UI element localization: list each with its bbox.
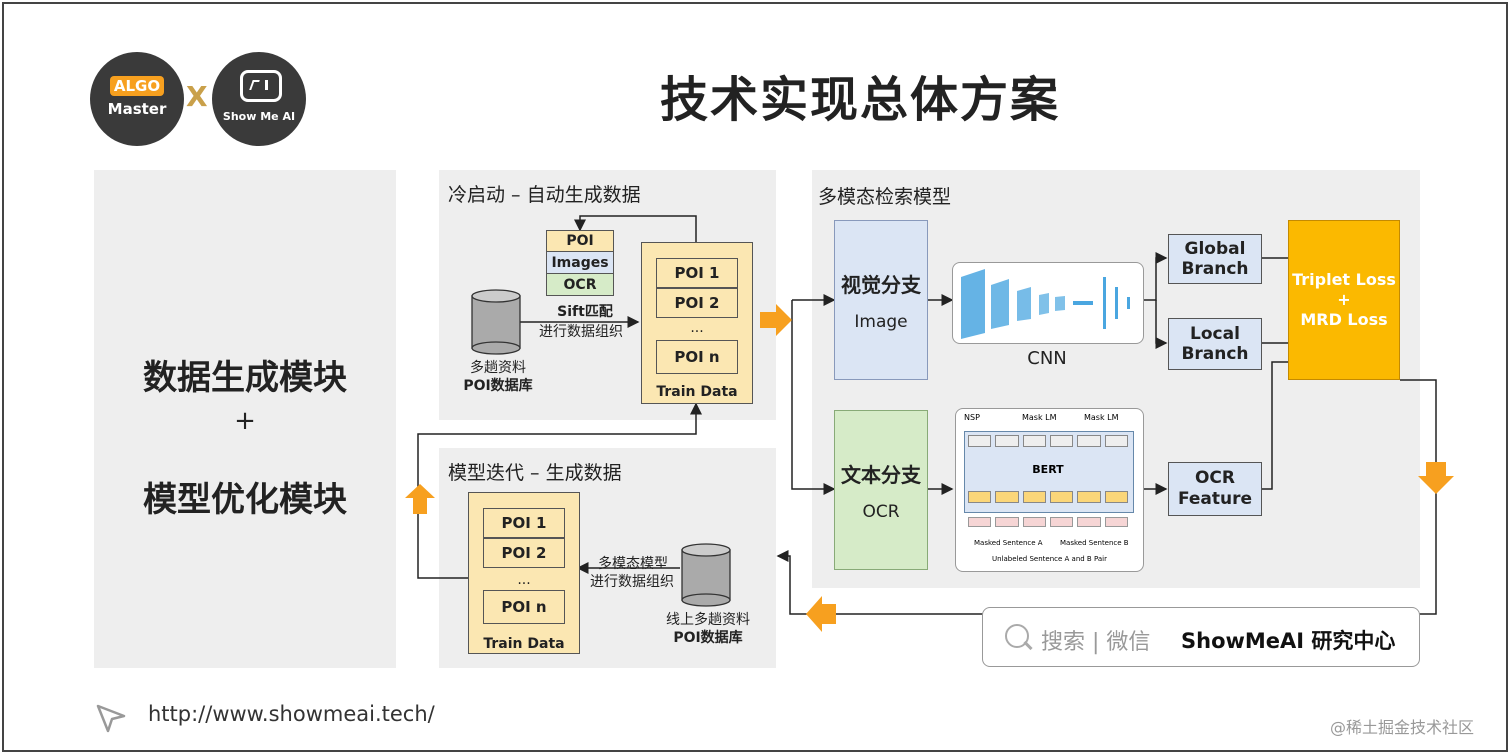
- algo-badge: ALGO: [110, 76, 164, 96]
- cold-card-poin: POI n: [656, 340, 738, 374]
- bert-token-row: [968, 435, 1128, 447]
- iter-card-ellipsis: ...: [517, 572, 531, 588]
- bert-diagram: NSP Mask LM Mask LM BERT Masked Sentence…: [955, 408, 1144, 572]
- global-branch-line1: Global: [1184, 239, 1246, 259]
- text-branch-arrow: [791, 300, 836, 495]
- visual-branch-sub: Image: [854, 311, 908, 332]
- sift-label-2: 进行数据组织: [539, 324, 623, 340]
- search-icon: [1005, 624, 1029, 648]
- cold-card-poi1: POI 1: [656, 258, 738, 288]
- global-arrow: [1142, 252, 1168, 301]
- iter-train-label: Train Data: [483, 636, 565, 652]
- bert-mask-lm-1: Mask LM: [1022, 413, 1057, 422]
- local-branch-box: Local Branch: [1168, 318, 1262, 370]
- global-branch-box: Global Branch: [1168, 234, 1262, 284]
- algo-master-text: Master: [107, 100, 167, 118]
- cold-card-poi2: POI 2: [656, 288, 738, 318]
- cold-db-label-2: POI数据库: [463, 378, 533, 394]
- global-branch-line2: Branch: [1181, 259, 1249, 279]
- online-db-label-2: POI数据库: [673, 630, 743, 646]
- cnn-label: CNN: [1027, 348, 1067, 369]
- footer-url[interactable]: http://www.showmeai.tech/: [148, 702, 435, 726]
- robot-face-icon: [240, 70, 282, 102]
- search-icon-handle: [1023, 640, 1033, 651]
- cold-start-title: 冷启动 – 自动生成数据: [448, 184, 641, 206]
- logo-separator-x: X: [186, 80, 208, 113]
- iter-card-poi2: POI 2: [483, 538, 565, 568]
- bert-nsp: NSP: [964, 413, 980, 422]
- text-branch-label: 文本分支: [841, 462, 921, 487]
- bert-sentence-a: Masked Sentence A: [974, 539, 1043, 547]
- left-panel: [94, 170, 396, 668]
- orange-arrow-right: [760, 304, 792, 336]
- text-branch-box: 文本分支 OCR: [834, 410, 928, 570]
- orange-arrow-left: [806, 596, 836, 632]
- loss-triplet: Triplet Loss: [1292, 270, 1396, 289]
- ocr-feature-line2: Feature: [1177, 489, 1253, 509]
- data-generation-module: 数据生成模块: [143, 358, 347, 398]
- bert-mask-lm-2: Mask LM: [1084, 413, 1119, 422]
- stack-ocr: OCR: [546, 274, 614, 296]
- module-plus: +: [234, 406, 256, 436]
- algo-master-logo: ALGO Master: [90, 52, 184, 146]
- stack-images: Images: [546, 252, 614, 274]
- iter-card-poi1: POI 1: [483, 508, 565, 538]
- online-db-label-1: 线上多趟资料: [666, 612, 750, 628]
- search-label: 搜索 | 微信: [1041, 630, 1151, 655]
- cold-train-label: Train Data: [656, 384, 738, 400]
- bert-label: BERT: [1032, 463, 1064, 476]
- loss-plus: +: [1337, 290, 1351, 309]
- visual-branch-box: 视觉分支 Image: [834, 220, 928, 380]
- cold-card-ellipsis: ...: [690, 320, 704, 336]
- local-branch-line1: Local: [1190, 324, 1240, 344]
- cnn-layers: [961, 269, 1130, 339]
- showmeai-logo-text: Show Me AI: [222, 110, 296, 123]
- visual-branch-label: 视觉分支: [841, 272, 921, 297]
- bert-embed-row: [968, 491, 1128, 503]
- iter-arrow-label-2: 进行数据组织: [590, 574, 674, 590]
- cursor-icon: [94, 700, 128, 734]
- bert-pair: Unlabeled Sentence A and B Pair: [992, 555, 1107, 563]
- watermark: @稀土掘金技术社区: [1330, 718, 1475, 737]
- showmeai-brand: ShowMeAI 研究中心: [1181, 629, 1396, 653]
- bert-sentence-b: Masked Sentence B: [1060, 539, 1129, 547]
- local-arrow: [1155, 300, 1168, 349]
- iteration-loop-arrow: [417, 402, 702, 579]
- wechat-search-badge: 搜索 | 微信 ShowMeAI 研究中心: [982, 607, 1420, 667]
- iter-card-poin: POI n: [483, 590, 565, 624]
- orange-arrow-down: [1418, 462, 1454, 494]
- model-title: 多模态检索模型: [818, 186, 952, 208]
- iteration-title: 模型迭代 – 生成数据: [448, 462, 622, 484]
- cold-loop-arrow: [574, 215, 697, 242]
- iter-arrow-label-1: 多模态模型: [598, 556, 668, 572]
- text-branch-sub: OCR: [862, 501, 900, 522]
- page-title: 技术实现总体方案: [659, 72, 1060, 128]
- sift-label-1: Sift匹配: [557, 304, 613, 320]
- orange-arrow-up: [405, 484, 435, 514]
- ocr-feature-line1: OCR: [1194, 468, 1236, 488]
- cnn-diagram: [952, 262, 1144, 344]
- bert-input-row: [968, 517, 1128, 527]
- stack-poi: POI: [546, 230, 614, 252]
- model-optimization-module: 模型优化模块: [143, 480, 347, 520]
- loss-box: Triplet Loss + MRD Loss: [1288, 220, 1400, 380]
- ocr-feature-box: OCR Feature: [1168, 462, 1262, 516]
- cold-db-label-1: 多趟资料: [470, 360, 526, 376]
- online-db-icon: [681, 543, 731, 607]
- showmeai-logo: Show Me AI: [212, 52, 306, 146]
- cold-db-icon: [471, 289, 521, 355]
- loss-mrd: MRD Loss: [1300, 310, 1388, 329]
- local-branch-line2: Branch: [1181, 344, 1249, 364]
